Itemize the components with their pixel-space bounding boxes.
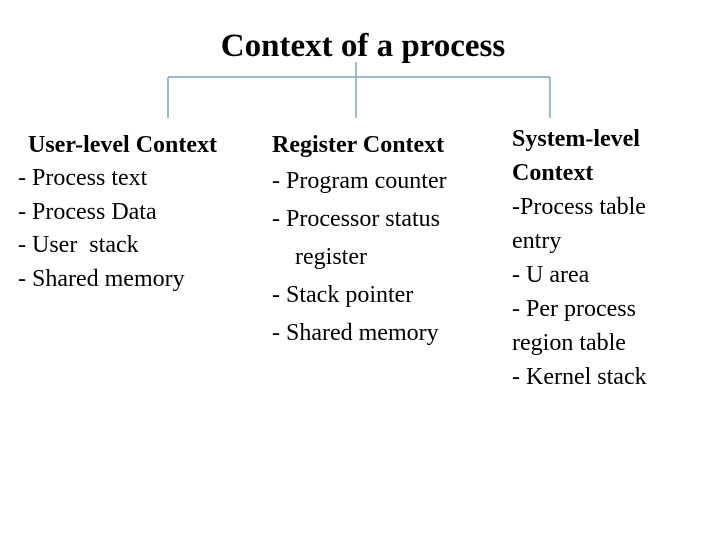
system-level-context-heading-line: Context (512, 160, 594, 186)
list-item: - Processor status (272, 206, 440, 232)
list-item: - Kernel stack (512, 364, 647, 390)
user-level-context-column: User-level Context - Process text - Proc… (18, 128, 217, 296)
list-item: - Per process (512, 296, 636, 322)
list-item: - Shared memory (18, 265, 185, 292)
system-level-context-heading-line: System-level (512, 126, 640, 152)
list-item: - Process text (18, 165, 148, 191)
diagram-title: Context of a process (220, 28, 506, 64)
list-item: - Process Data (18, 198, 157, 225)
list-item: - Program counter (272, 168, 447, 194)
list-item: - User stack (18, 232, 139, 258)
list-item: - Stack pointer (272, 282, 414, 308)
system-level-context-column: System-level Context -Process table entr… (512, 122, 647, 394)
list-item: - U area (512, 262, 590, 288)
list-item: -Process table (512, 194, 646, 220)
user-level-context-heading: User-level Context (28, 132, 218, 158)
list-item: register (295, 244, 367, 270)
register-context-column: Register Context - Program counter - Pro… (272, 128, 447, 352)
list-item: region table (512, 330, 626, 356)
register-context-heading: Register Context (272, 132, 445, 158)
list-item: - Shared memory (272, 320, 439, 346)
list-item: entry (512, 228, 562, 254)
